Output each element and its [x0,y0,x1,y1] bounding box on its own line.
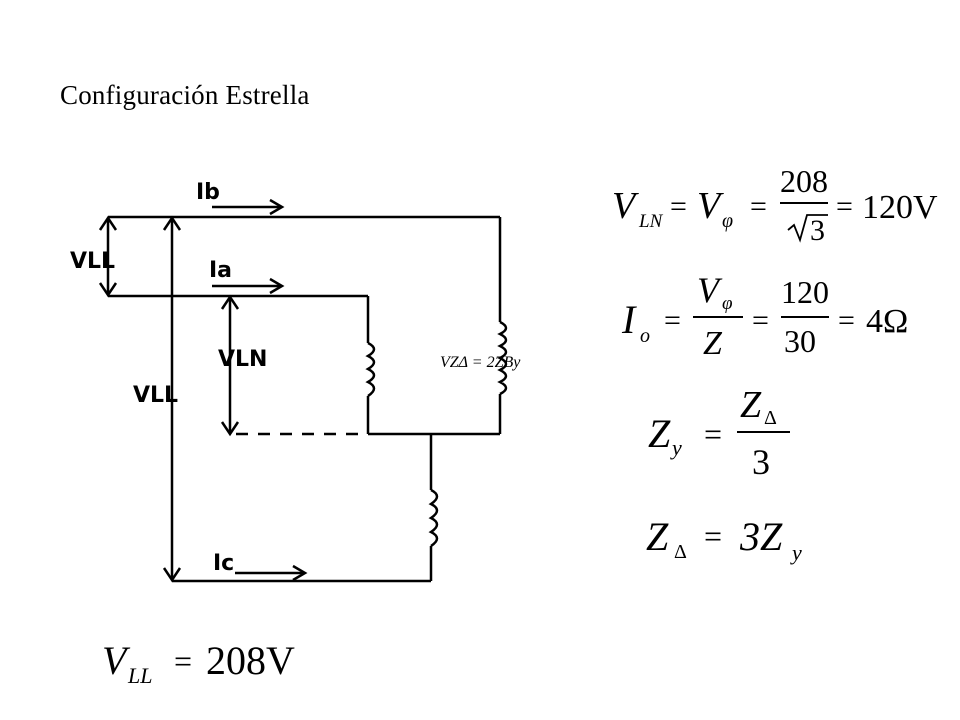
svg-text:208: 208 [780,163,828,199]
circuit-wires [108,215,502,583]
svg-text:V: V [612,185,639,227]
svg-text:=: = [670,190,687,223]
svg-text:LN: LN [638,211,664,232]
svg-text:=: = [174,643,192,679]
label-vll-top: VLL [70,249,115,274]
equation-vln: V LN = V φ = 208 3 = 120V [612,163,938,247]
svg-text:Δ: Δ [674,541,687,563]
svg-text:V: V [697,185,724,227]
svg-text:LL: LL [127,663,152,688]
svg-text:φ: φ [722,210,733,232]
svg-text:Z: Z [703,325,723,362]
equation-zdelta: Z Δ = 3Z y [646,514,802,565]
svg-text:y: y [670,435,682,460]
label-vll-left: VLL [133,383,178,408]
slide-title: Configuración Estrella [60,80,310,110]
svg-text:Z: Z [646,514,669,559]
svg-text:Z: Z [648,411,671,456]
svg-text:φ: φ [722,293,733,314]
svg-text:V: V [102,638,131,683]
label-vln: VLN [218,347,267,372]
svg-text:=: = [750,190,767,223]
svg-text:Z: Z [740,384,762,426]
svg-text:=: = [664,304,681,337]
coil-c [428,488,439,548]
equation-io: I o = V φ Z = 120 30 = 4Ω [621,270,908,362]
coil-a [365,341,376,398]
svg-text:I: I [621,297,637,342]
svg-text:=: = [838,304,855,337]
svg-text:V: V [697,270,723,310]
label-ib: Ib [196,180,220,205]
label-ic: Ic [213,551,234,576]
svg-text:4Ω: 4Ω [866,303,908,340]
vll-top-arrow [98,215,118,298]
svg-text:=: = [704,416,722,452]
equation-vll: V LL = 208V [102,638,295,688]
svg-text:208V: 208V [206,638,295,683]
svg-text:o: o [640,325,650,347]
svg-text:=: = [836,190,853,223]
svg-text:120V: 120V [862,189,938,226]
overlay-equation-text: VZΔ = 2ZBy [440,354,521,371]
vll-left-arrow [162,215,182,583]
svg-text:=: = [704,518,722,554]
svg-text:30: 30 [784,323,816,359]
vln-arrow [220,294,240,437]
svg-text:y: y [790,540,802,565]
current-arrows [212,198,308,582]
label-ia: Ia [209,258,232,283]
svg-text:3: 3 [752,442,770,482]
svg-text:3Z: 3Z [739,514,783,559]
equation-zy: Z y = Z Δ 3 [648,384,790,482]
coil-b [497,320,508,396]
svg-text:=: = [752,304,769,337]
svg-text:3: 3 [810,214,825,247]
svg-text:Δ: Δ [764,407,777,429]
svg-text:120: 120 [781,274,829,310]
